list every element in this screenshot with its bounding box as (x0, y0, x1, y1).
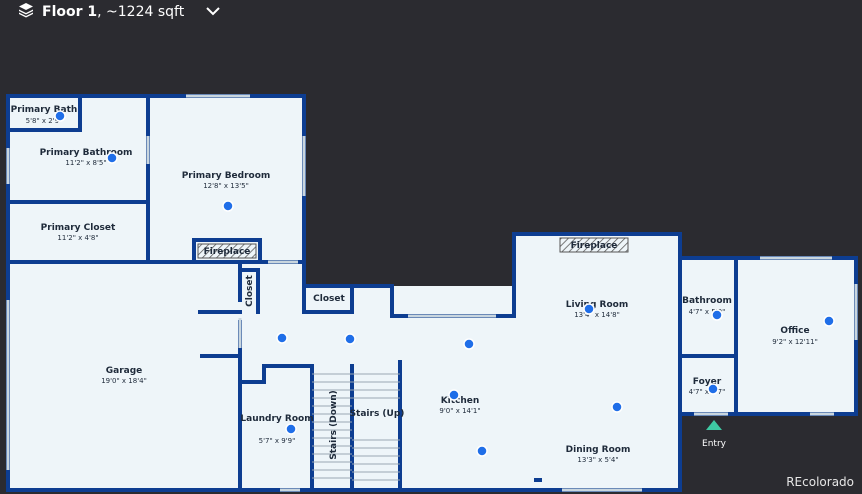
room-label-primary-bedroom: Primary Bedroom (182, 171, 271, 181)
hotspot-dining-upper[interactable] (611, 401, 623, 413)
floor-area: , ~1224 sqft (97, 4, 185, 20)
hotspot-kitchen-upper[interactable] (463, 338, 475, 350)
room-dims-primary-bathroom: 11'2" x 8'5" (65, 159, 106, 167)
room-label-primary-bathroom: Primary Bathroom (40, 148, 133, 158)
room-label-laundry: Laundry Room (240, 414, 313, 424)
fireplace-label-living: Fireplace (571, 241, 618, 251)
hotspot-office[interactable] (823, 315, 835, 327)
room-dims-dining-room: 13'3" x 5'4" (577, 456, 618, 464)
room-label-foyer: Foyer (693, 377, 722, 387)
walls (6, 94, 858, 492)
floor-fill (8, 96, 856, 490)
windows (6, 94, 858, 492)
watermark: REcolorado (786, 475, 854, 489)
hotspot-primary-bath[interactable] (54, 110, 66, 122)
room-dims-laundry: 5'7" x 9'9" (259, 437, 296, 445)
room-dims-primary-bedroom: 12'8" x 13'5" (203, 182, 249, 190)
room-dims-bathroom: 4'7" x 5'0" (689, 308, 726, 316)
room-label-closet-vertical: Closet (245, 274, 255, 306)
hotspot-laundry[interactable] (285, 423, 297, 435)
stair-treads (312, 373, 400, 481)
room-label-stairs-up: Stairs (Up) (350, 409, 405, 419)
hotspot-dining[interactable] (476, 445, 488, 457)
room-dims-living-room: 13'4" x 14'8" (574, 311, 620, 319)
room-dims-kitchen: 9'0" x 14'1" (439, 407, 480, 415)
hotspot-living-room[interactable] (583, 303, 595, 315)
floor-name: Floor 1 (42, 4, 98, 20)
room-label-kitchen: Kitchen (441, 396, 480, 406)
fireplace-label-bedroom: Fireplace (204, 247, 251, 257)
room-dims-office: 9'2" x 12'11" (772, 338, 818, 346)
room-label-closet: Closet (313, 294, 345, 304)
room-label-bathroom: Bathroom (682, 296, 732, 306)
hotspot-hall-2[interactable] (344, 333, 356, 345)
entry-arrow-icon (706, 420, 722, 430)
room-dims-primary-closet: 11'2" x 4'8" (57, 234, 98, 242)
room-dims-garage: 19'0" x 18'4" (101, 377, 147, 385)
chevron-down-icon[interactable] (206, 4, 220, 20)
floor-selector[interactable]: Floor 1, ~1224 sqft (18, 2, 220, 22)
layers-icon (18, 2, 34, 22)
hotspot-hall-1[interactable] (276, 332, 288, 344)
room-label-primary-bath: Primary Bath (11, 105, 78, 115)
hotspot-kitchen[interactable] (448, 389, 460, 401)
hotspot-primary-bathroom[interactable] (106, 152, 118, 164)
room-label-stairs-down: Stairs (Down) (329, 390, 339, 459)
entry-label: Entry (702, 439, 727, 449)
room-label-living-room: Living Room (566, 300, 628, 310)
room-label-dining-room: Dining Room (566, 445, 631, 455)
room-dims-primary-bath: 5'8" x 2'9" (26, 117, 63, 125)
fireplace-bedroom (197, 243, 257, 259)
fireplace-living (559, 237, 629, 253)
room-label-office: Office (780, 326, 809, 336)
hotspot-primary-bedroom[interactable] (222, 200, 234, 212)
hotspot-bathroom[interactable] (711, 309, 723, 321)
room-label-garage: Garage (106, 366, 143, 376)
hotspot-foyer[interactable] (707, 383, 719, 395)
room-label-primary-closet: Primary Closet (41, 223, 116, 233)
room-dims-foyer: 4'7" x 5'7" (689, 388, 726, 396)
